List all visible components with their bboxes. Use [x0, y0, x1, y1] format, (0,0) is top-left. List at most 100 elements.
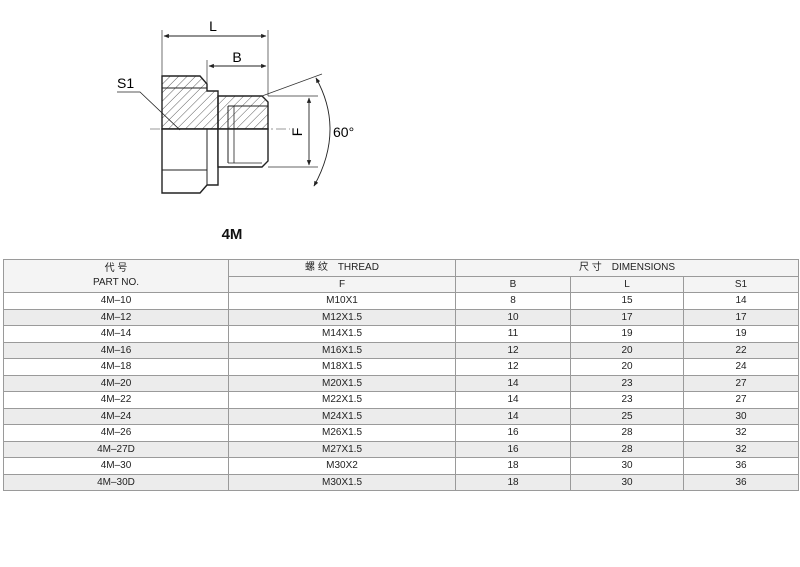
header-B: B — [455, 275, 571, 293]
header-dimensions: 尺 寸 DIMENSIONS — [455, 259, 799, 277]
specification-table: 代 号 PART NO. 螺 纹 THREAD 尺 寸 DIMENSIONS F B… — [3, 259, 799, 491]
cell-part: 4M–22 — [3, 391, 229, 409]
cell-S1: 17 — [683, 308, 799, 326]
cell-L: 30 — [570, 473, 684, 491]
cell-part: 4M–14 — [3, 325, 229, 343]
cell-L: 15 — [570, 292, 684, 310]
header-thread: 螺 纹 THREAD — [228, 259, 456, 277]
header-part-no: 代 号 PART NO. — [3, 259, 229, 293]
cell-S1: 19 — [683, 325, 799, 343]
cell-part: 4M–20 — [3, 374, 229, 392]
plug-technical-drawing: L B S1 F 60° — [117, 18, 354, 194]
header-dimensions-cn: 尺 寸 — [578, 262, 602, 273]
cell-L: 17 — [570, 308, 684, 326]
angle-chamfer-line — [261, 73, 323, 97]
cell-L: 20 — [570, 341, 684, 359]
cell-B: 14 — [455, 407, 571, 425]
cell-thread: M18X1.5 — [228, 358, 456, 376]
cell-L: 25 — [570, 407, 684, 425]
header-part-no-cn: 代 号 — [104, 263, 128, 274]
cell-L: 19 — [570, 325, 684, 343]
cell-thread: M14X1.5 — [228, 325, 456, 343]
header-F: F — [228, 275, 456, 293]
cell-thread: M16X1.5 — [228, 341, 456, 359]
angle-label: 60° — [333, 124, 354, 140]
cell-S1: 32 — [683, 440, 799, 458]
cell-B: 8 — [455, 292, 571, 310]
cell-part: 4M–30D — [3, 473, 229, 491]
cell-thread: M27X1.5 — [228, 440, 456, 458]
cell-L: 30 — [570, 457, 684, 475]
cell-part: 4M–24 — [3, 407, 229, 425]
cell-S1: 27 — [683, 374, 799, 392]
header-part-no-en: PART NO. — [92, 277, 140, 288]
cell-part: 4M–12 — [3, 308, 229, 326]
cell-B: 12 — [455, 358, 571, 376]
header-thread-en: THREAD — [337, 262, 379, 273]
dimension-S1-leader — [117, 91, 181, 131]
cell-thread: M30X2 — [228, 457, 456, 475]
cell-B: 10 — [455, 308, 571, 326]
cell-S1: 36 — [683, 457, 799, 475]
cell-L: 28 — [570, 424, 684, 442]
cell-B: 14 — [455, 374, 571, 392]
cell-thread: M10X1 — [228, 292, 456, 310]
header-S1: S1 — [683, 275, 799, 293]
cell-thread: M26X1.5 — [228, 424, 456, 442]
cell-B: 16 — [455, 440, 571, 458]
header-thread-cn: 螺 纹 — [305, 262, 328, 273]
threaded-stem — [217, 95, 269, 168]
cell-part: 4M–10 — [3, 292, 229, 310]
cell-S1: 27 — [683, 391, 799, 409]
cell-part: 4M–18 — [3, 358, 229, 376]
cell-part: 4M–26 — [3, 424, 229, 442]
cell-B: 16 — [455, 424, 571, 442]
cell-thread: M30X1.5 — [228, 473, 456, 491]
cell-S1: 22 — [683, 341, 799, 359]
cell-B: 12 — [455, 341, 571, 359]
cell-B: 18 — [455, 473, 571, 491]
cell-part: 4M–30 — [3, 457, 229, 475]
cell-B: 18 — [455, 457, 571, 475]
dimension-F-label: F — [289, 128, 305, 137]
cell-thread: M24X1.5 — [228, 407, 456, 425]
cell-L: 20 — [570, 358, 684, 376]
cell-part: 4M–16 — [3, 341, 229, 359]
hex-head — [161, 75, 219, 194]
cell-thread: M12X1.5 — [228, 308, 456, 326]
model-title: 4M — [221, 226, 243, 243]
cell-S1: 36 — [683, 473, 799, 491]
cell-thread: M20X1.5 — [228, 374, 456, 392]
cell-S1: 30 — [683, 407, 799, 425]
cell-part: 4M–27D — [3, 440, 229, 458]
table-subheader-row: F B L S1 — [4, 275, 799, 293]
header-dimensions-en: DIMENSIONS — [611, 262, 676, 273]
header-L: L — [570, 275, 684, 293]
dimension-B-label: B — [232, 49, 241, 65]
cell-B: 14 — [455, 391, 571, 409]
cell-L: 23 — [570, 391, 684, 409]
dimension-L-label: L — [209, 18, 217, 34]
cell-S1: 14 — [683, 292, 799, 310]
cell-L: 23 — [570, 374, 684, 392]
dimension-S1-label: S1 — [117, 75, 134, 91]
table-header-row: 代 号 PART NO. 螺 纹 THREAD 尺 寸 DIMENSIONS — [3, 259, 799, 293]
cell-B: 11 — [455, 325, 571, 343]
cell-S1: 24 — [683, 358, 799, 376]
cell-L: 28 — [570, 440, 684, 458]
cell-thread: M22X1.5 — [228, 391, 456, 409]
angle-arc — [313, 77, 331, 187]
cell-S1: 32 — [683, 424, 799, 442]
